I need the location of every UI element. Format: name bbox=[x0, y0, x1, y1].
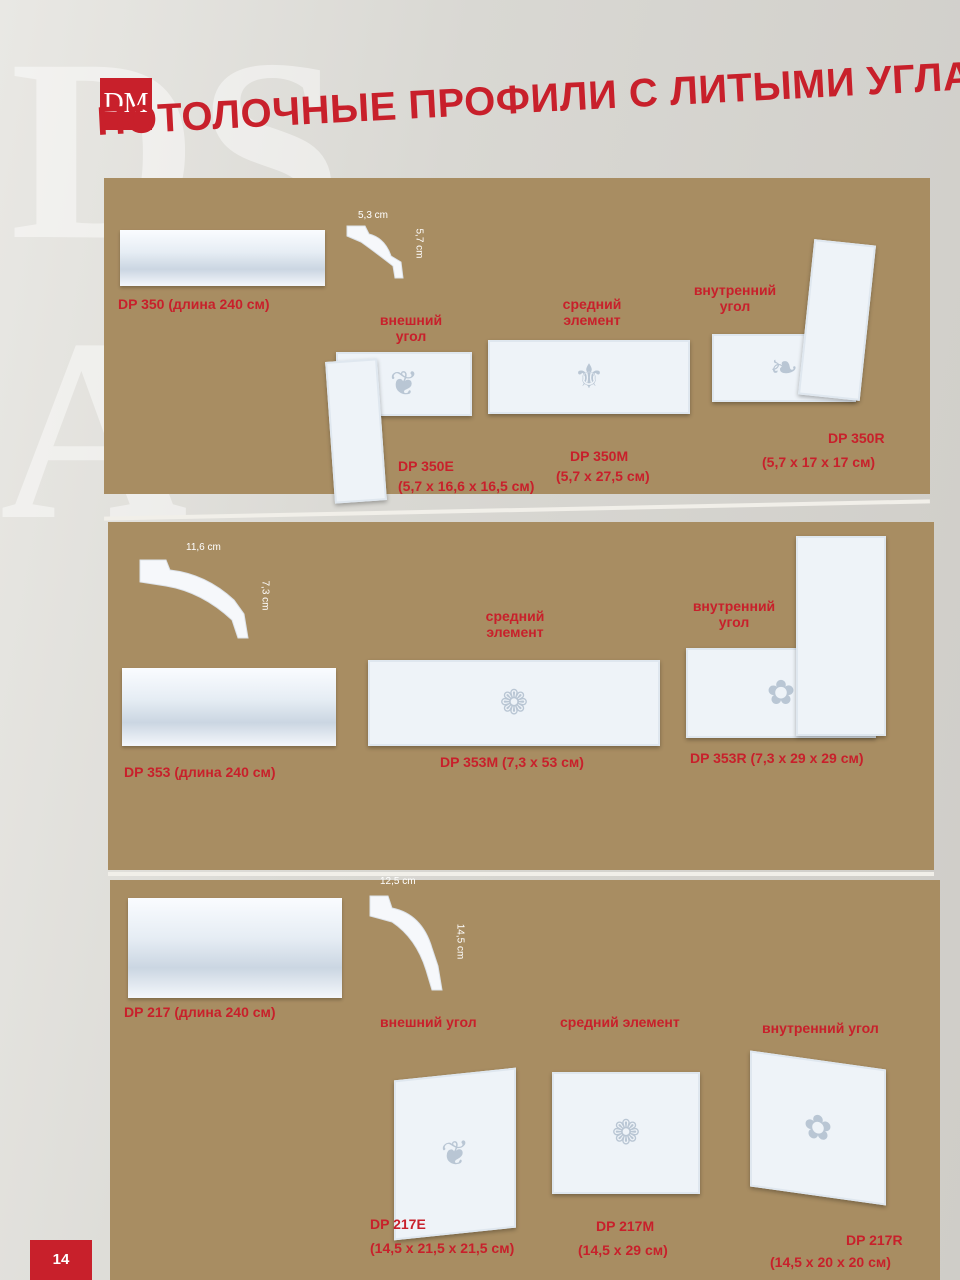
product-label: DP 350 (длина 240 см) bbox=[118, 296, 270, 312]
profile-section-drawing bbox=[139, 559, 249, 639]
section-divider bbox=[108, 872, 934, 876]
outer-corner-image: ❦ bbox=[394, 1067, 516, 1241]
product-label: DP 217 (длина 240 см) bbox=[124, 1004, 276, 1020]
outer-corner-caption: внешний угол bbox=[380, 1014, 477, 1030]
middle-caption: средний элемент bbox=[485, 608, 545, 640]
profile-section-drawing bbox=[346, 225, 404, 279]
middle-code: DP 353M (7,3 x 53 см) bbox=[440, 754, 584, 770]
dimension-width: 5,3 cm bbox=[358, 210, 389, 221]
dimension-width: 12,5 cm bbox=[380, 876, 416, 887]
inner-corner-size: (14,5 x 20 x 20 см) bbox=[770, 1254, 891, 1270]
outer-corner-code: DP 350E bbox=[398, 458, 454, 474]
middle-caption: средний элемент bbox=[562, 296, 622, 328]
inner-corner-caption: внутренний угол bbox=[762, 1020, 879, 1036]
profile-image bbox=[120, 230, 325, 286]
inner-corner-code: DP 350R bbox=[828, 430, 885, 446]
outer-corner-code: DP 217E bbox=[370, 1216, 426, 1232]
middle-size: (5,7 x 27,5 см) bbox=[556, 468, 650, 484]
inner-corner-image: ✿ bbox=[750, 1050, 886, 1206]
outer-corner-image-leg bbox=[325, 358, 387, 504]
profile-section-drawing bbox=[369, 895, 443, 991]
profile-image bbox=[122, 668, 336, 746]
middle-element-image: ⚜ bbox=[488, 340, 690, 414]
inner-corner-code: DP 353R (7,3 x 29 x 29 см) bbox=[690, 750, 864, 766]
dimension-height: 5,7 cm bbox=[413, 228, 425, 259]
outer-corner-size: (14,5 x 21,5 x 21,5 см) bbox=[370, 1240, 515, 1256]
middle-code: DP 217M bbox=[596, 1218, 655, 1234]
profile-image bbox=[128, 898, 342, 998]
inner-corner-code: DP 217R bbox=[846, 1232, 903, 1248]
dimension-height: 14,5 cm bbox=[454, 923, 466, 960]
dimension-height: 7,3 cm bbox=[259, 580, 271, 611]
middle-code: DP 350M bbox=[570, 448, 629, 464]
page-number: 14 bbox=[30, 1240, 92, 1280]
outer-corner-caption: внешний угол bbox=[379, 312, 443, 344]
middle-element-image: ❁ bbox=[368, 660, 660, 746]
inner-corner-caption: внутренний угол bbox=[692, 598, 776, 630]
middle-caption: средний элемент bbox=[560, 1014, 680, 1030]
inner-corner-image-leg bbox=[796, 536, 886, 736]
product-label: DP 353 (длина 240 см) bbox=[124, 764, 276, 780]
outer-corner-size: (5,7 x 16,6 x 16,5 см) bbox=[398, 478, 535, 494]
middle-size: (14,5 x 29 см) bbox=[578, 1242, 668, 1258]
inner-corner-size: (5,7 x 17 x 17 см) bbox=[762, 454, 876, 470]
inner-corner-caption: внутренний угол bbox=[693, 282, 777, 314]
dimension-width: 11,6 cm bbox=[186, 542, 221, 553]
brand-logo: DM bbox=[100, 78, 152, 130]
middle-element-image: ❁ bbox=[552, 1072, 700, 1194]
